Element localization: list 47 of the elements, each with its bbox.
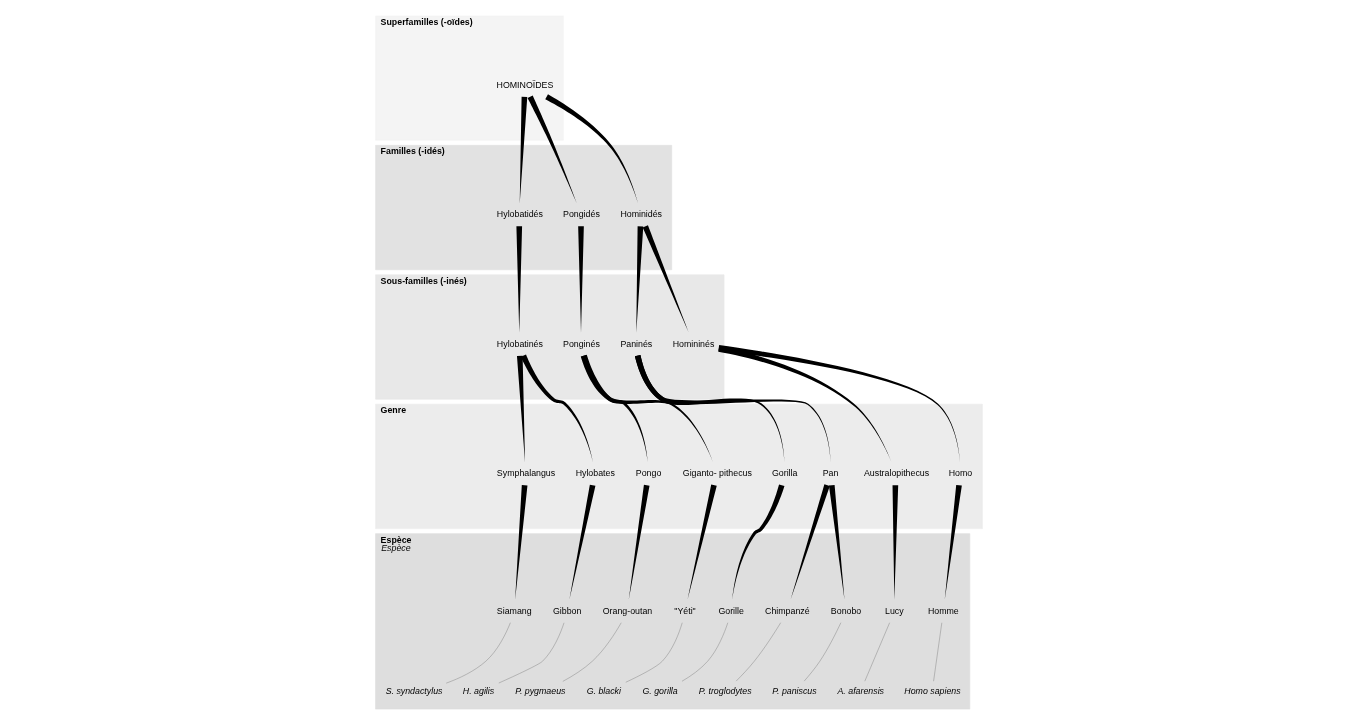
connector <box>932 622 942 682</box>
connector <box>562 622 621 682</box>
node-text: Homo <box>948 468 972 478</box>
node-text: Homininés <box>672 338 714 349</box>
node-text: Hylobatidés <box>496 209 543 220</box>
node-text: Pongo <box>635 468 661 478</box>
node-text: Giganto- pithecus <box>682 468 752 478</box>
node-text: P. troglodytes <box>698 686 752 697</box>
node-text: H. agilis <box>462 686 494 697</box>
node-text: Lucy <box>884 605 904 616</box>
connector <box>681 622 728 682</box>
node-text: Paninés <box>619 338 652 349</box>
node-text: P. paniscus <box>771 686 817 697</box>
node-text: Gorille <box>717 605 744 616</box>
node-text: Pongidés <box>562 209 600 220</box>
node-text: HOMINOÏDES <box>496 79 553 90</box>
node-text: Siamang <box>496 605 532 616</box>
connector <box>864 622 890 682</box>
node-text: Bonobo <box>830 605 861 616</box>
node-text: Hominidés <box>619 209 662 220</box>
node-text: Symphalangus <box>496 468 555 478</box>
node-text: Homo sapiens <box>903 686 961 697</box>
node-text: Pan <box>822 468 838 478</box>
connector <box>625 622 682 683</box>
node-text: Homme <box>927 605 959 616</box>
node-text: A. afarensis <box>836 686 884 697</box>
node-text: Chimpanzé <box>764 605 810 616</box>
node-text: G. gorilla <box>641 686 678 697</box>
connector <box>520 354 593 463</box>
node-text: G. blacki <box>586 686 621 697</box>
node-text: Australopithecus <box>863 468 929 478</box>
node-text: "Yéti" <box>673 605 696 616</box>
connector <box>803 622 841 682</box>
node-text: Hylobatinés <box>496 338 543 349</box>
node-text: Gorilla <box>771 468 797 478</box>
node-text: Hylobates <box>575 468 615 478</box>
connector <box>642 225 689 333</box>
node-text: Gibbon <box>552 605 581 616</box>
connector <box>735 622 781 682</box>
node-text: S. syndactylus <box>385 686 442 697</box>
connector <box>445 622 511 684</box>
node-text: Orang-outan <box>602 605 652 616</box>
connector <box>790 484 830 600</box>
node-text: P. pygmaeus <box>514 686 565 697</box>
connector <box>731 484 784 600</box>
connector <box>498 622 564 684</box>
node-text: Ponginés <box>562 338 600 349</box>
